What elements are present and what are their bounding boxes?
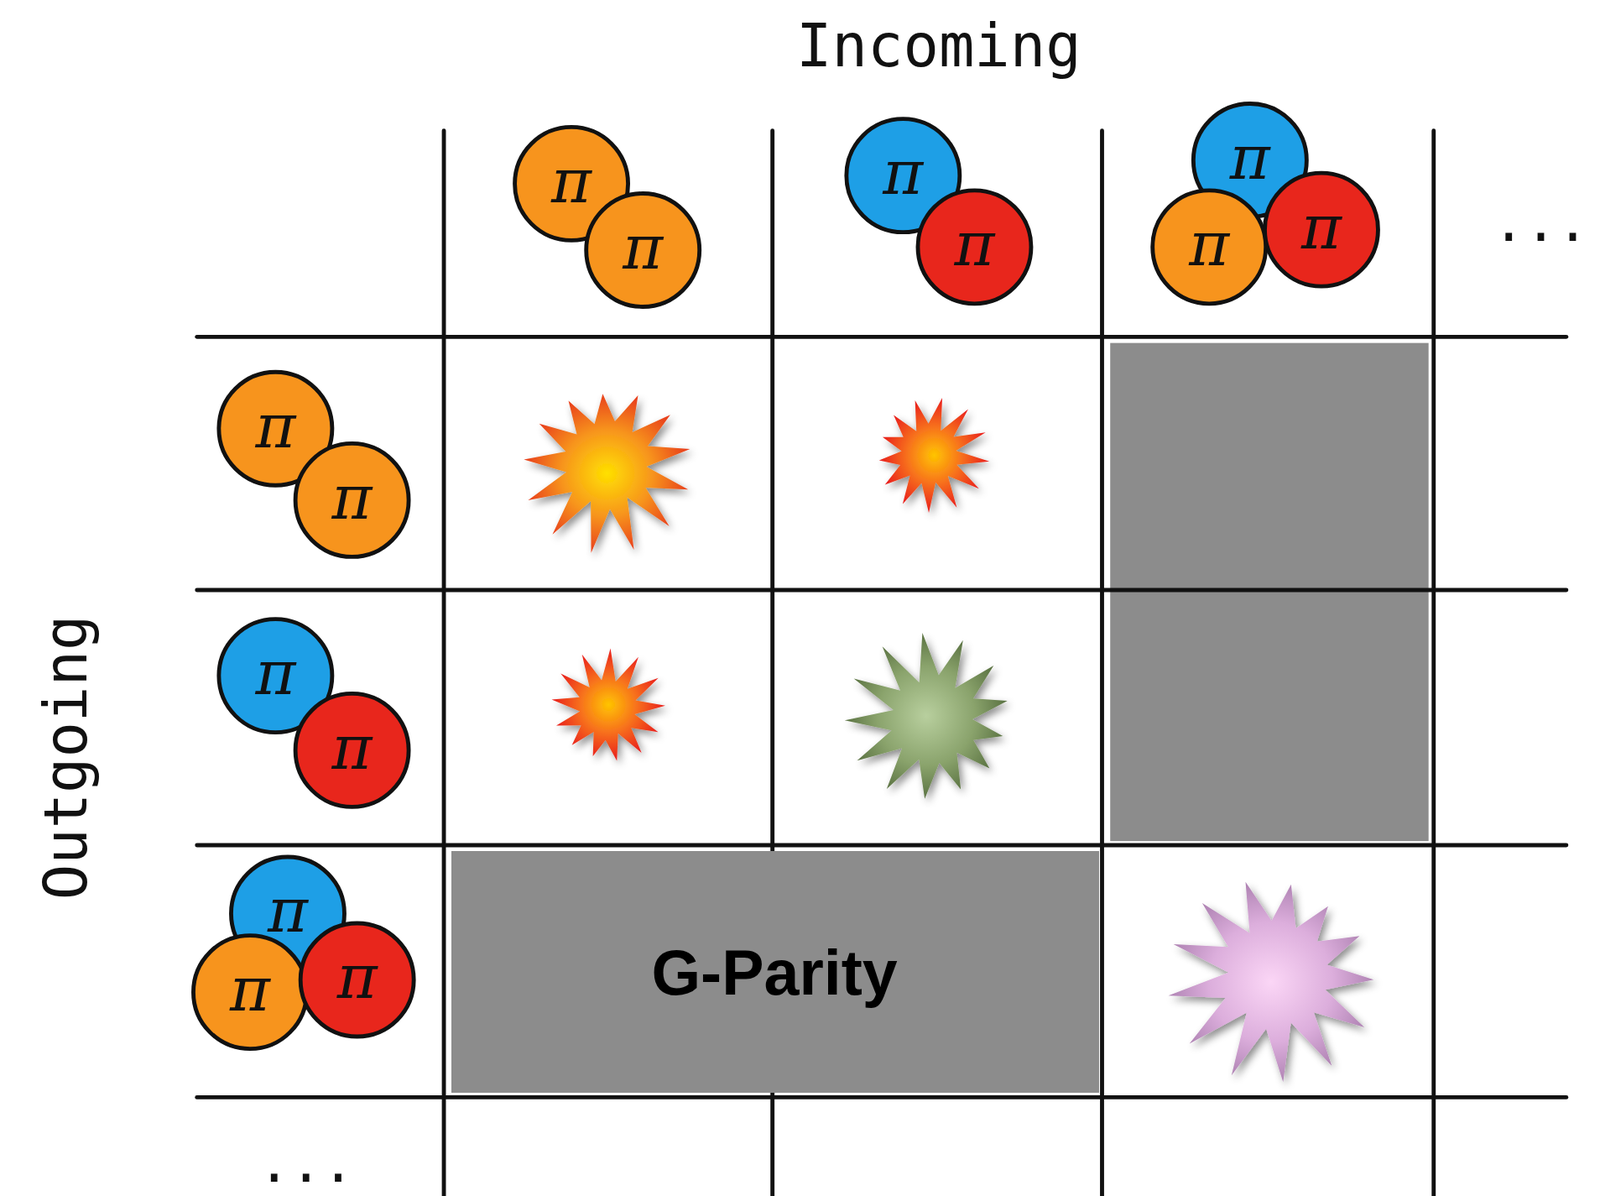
symmetry-cell: G-Parity [451, 850, 1099, 1092]
circle-shape [295, 442, 409, 557]
particle-symbol: π [1229, 126, 1271, 188]
particle-symbol: π [229, 958, 271, 1020]
grid-line [197, 588, 1567, 593]
axis-title: Incoming [796, 10, 1082, 81]
circle-shape [192, 935, 307, 1049]
scatter-burst [879, 397, 990, 513]
particle-symbol: π [1188, 213, 1230, 275]
grid-line [197, 843, 1567, 848]
scatter-burst [523, 393, 690, 553]
particle-symbol: π [332, 716, 373, 778]
circle-shape [295, 693, 409, 807]
pion-circle: π [583, 190, 703, 309]
pion-circle: π [190, 932, 309, 1052]
grid-line [197, 1094, 1567, 1100]
grid-line [1431, 130, 1436, 1196]
particle-symbol: π [882, 141, 923, 204]
circle-shape [1264, 172, 1378, 287]
ellipsis: ... [1492, 192, 1589, 254]
scatter-burst [1168, 881, 1375, 1082]
grid-lines [197, 130, 1567, 1196]
grid-line [197, 334, 1567, 339]
particle-symbol: π [255, 395, 296, 457]
pion-circle: π [297, 920, 417, 1039]
particle-symbol: π [332, 466, 373, 528]
pion-circle: π [292, 690, 412, 809]
pion-circle: π [292, 440, 412, 559]
scatter-burst [844, 632, 1008, 799]
circle-shape [586, 192, 700, 307]
particle-symbol: π [255, 641, 296, 704]
pion-circle: π [915, 187, 1034, 307]
grid-line [1099, 130, 1105, 1196]
circle-shape [1152, 190, 1267, 304]
cell-label: G-Parity [651, 935, 897, 1008]
particle-symbol: π [551, 150, 592, 212]
particle-symbol: π [953, 213, 995, 275]
ellipsis: ... [258, 1132, 355, 1194]
particle-symbol: π [622, 216, 663, 278]
particle-symbol: π [1301, 196, 1342, 258]
pion-circle: π [1261, 170, 1381, 289]
particle-symbol: π [267, 879, 308, 941]
circle-shape [300, 922, 414, 1037]
pion-circle: π [1150, 187, 1269, 307]
scatter-burst [552, 647, 666, 761]
axis-title: Outgoing [31, 614, 102, 901]
particle-symbol: π [337, 945, 378, 1007]
grid-line [442, 130, 447, 1196]
circle-shape [917, 190, 1032, 304]
